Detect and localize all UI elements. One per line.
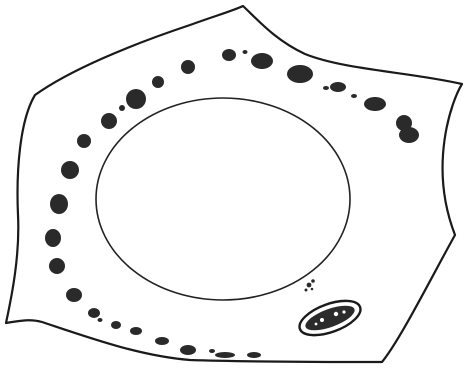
outer-cell-wall [6,6,462,362]
dot [49,258,65,274]
dot [181,60,195,74]
dot [251,53,273,69]
dot [126,89,146,109]
dot [287,65,313,83]
dot [323,86,329,90]
dot [364,97,386,111]
dot [66,288,82,302]
dot [247,352,261,358]
dot [77,134,91,148]
dot [88,308,100,318]
ring-mark [305,279,315,291]
inner-ring [96,98,350,300]
dot [222,49,236,61]
dot [155,337,169,345]
dot [61,161,79,179]
dot [243,50,248,54]
dot [119,105,125,111]
dot [101,113,117,129]
peripheral-dots [45,49,419,358]
dot [152,76,164,88]
large-granule [295,294,365,342]
dot [209,349,215,353]
dot [399,127,419,143]
dot [50,194,68,214]
dot [215,352,235,358]
dot [351,94,357,98]
dot [330,82,346,92]
dot [180,345,196,355]
dot [111,321,121,329]
dot [98,318,103,322]
dot [45,229,61,247]
dot [130,327,142,335]
